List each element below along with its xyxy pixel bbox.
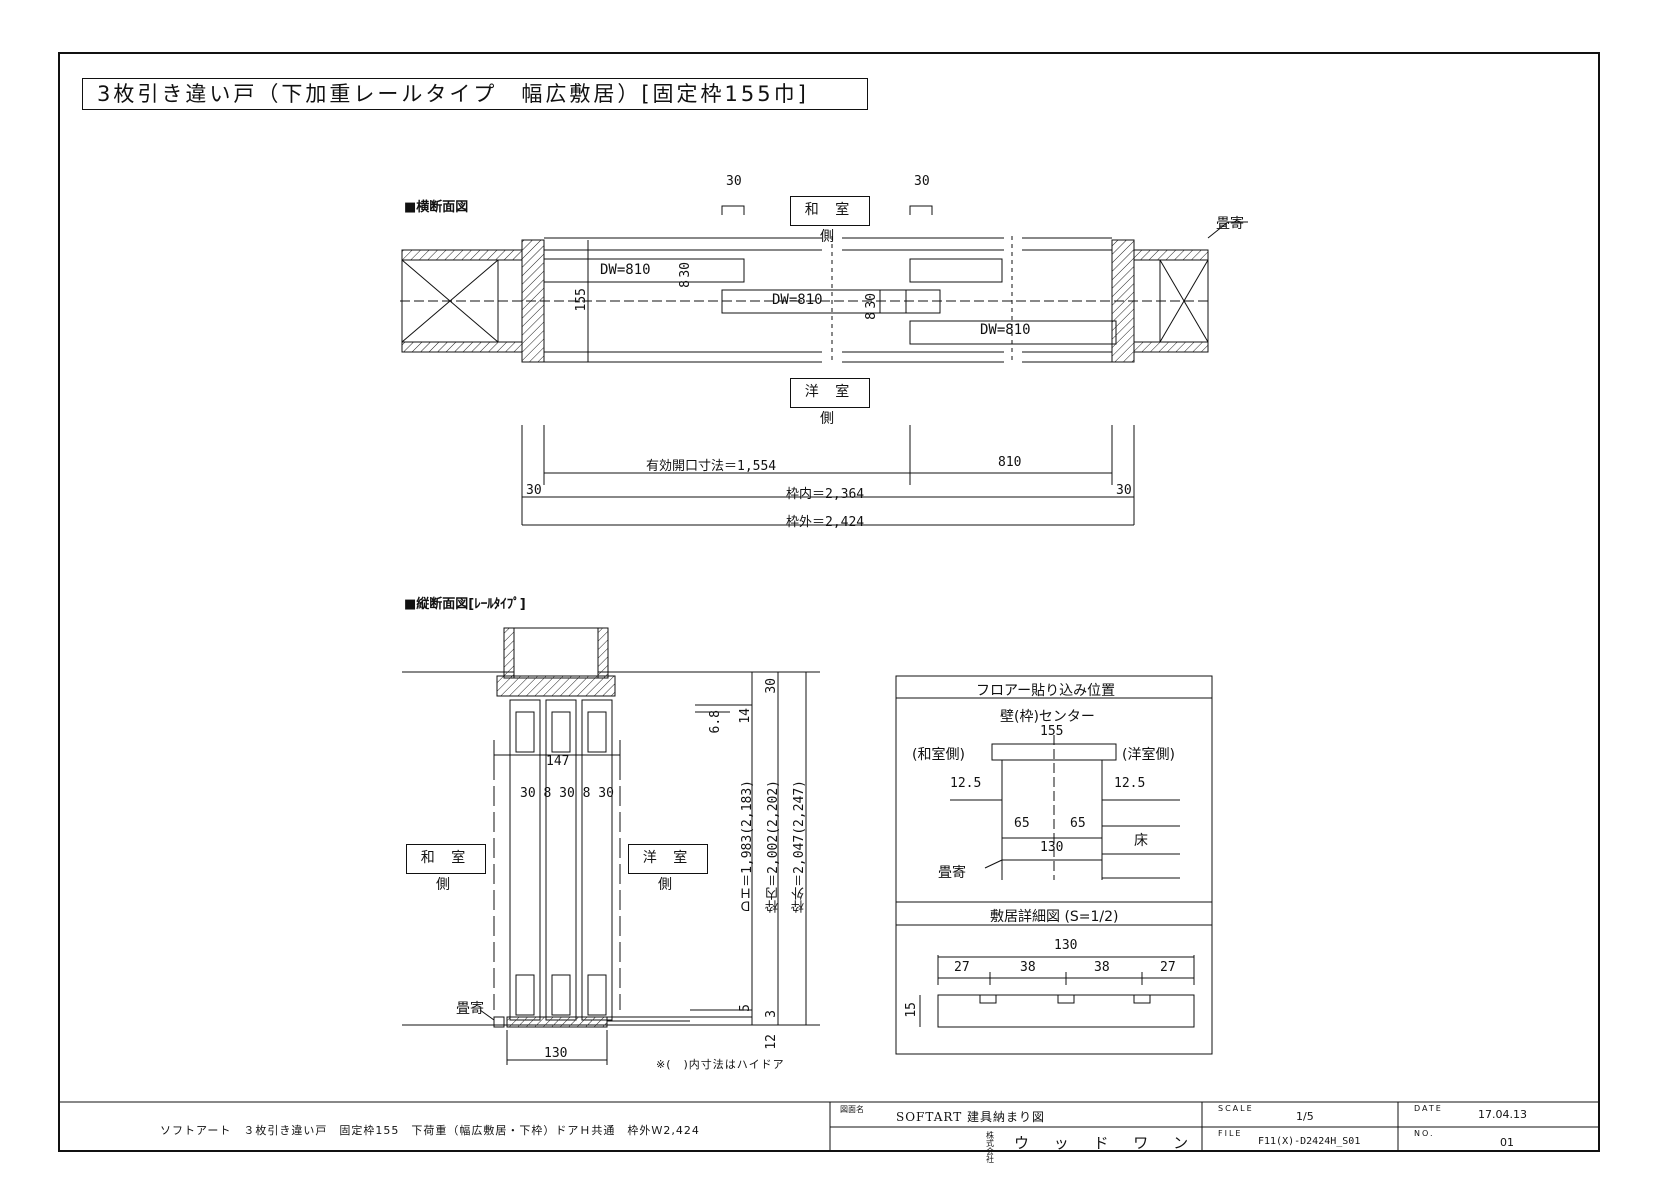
section-japanese-side-label: 和 室 側 <box>406 844 486 893</box>
section-dim-5: 5 <box>738 1004 753 1012</box>
door-panel-2-label: DW=810 <box>772 292 823 308</box>
company-name: ウ ッ ド ワ ン <box>1014 1134 1199 1152</box>
section-dim-12: 12 <box>764 1034 779 1050</box>
company-prefix: 株式会社 <box>986 1131 994 1164</box>
floor-japanese-side-label: (和室側) <box>912 747 965 763</box>
drawing-sheet <box>58 52 1600 1152</box>
sill-dim-27a: 27 <box>954 960 970 975</box>
scale-label: SCALE <box>1218 1104 1254 1113</box>
floor-label: 床 <box>1134 833 1148 849</box>
plan-section-label: ■横断面図 <box>404 200 469 215</box>
door-panel-3-label: DW=810 <box>980 322 1031 338</box>
section-dim-6-8: 6.8 <box>708 710 723 734</box>
plan-dim-155: 155 <box>574 288 589 312</box>
section-dim-130: 130 <box>544 1046 568 1061</box>
outer-frame-dim: 枠外＝2,424 <box>786 515 865 530</box>
section-dim-14: 14 <box>738 708 753 724</box>
floor-left-12-5: 12.5 <box>950 776 982 791</box>
section-tatami-edge-label: 畳寄 <box>456 1001 484 1017</box>
file-label: FILE <box>1218 1129 1243 1138</box>
plan-top-dim-right: 30 <box>914 174 930 189</box>
plan-tatami-edge-label: 畳寄 <box>1216 216 1244 232</box>
no-value: 01 <box>1500 1136 1514 1149</box>
plan-top-dim-left: 30 <box>726 174 742 189</box>
plan-dim-30b: 30 <box>864 293 879 309</box>
scale-value: 1/5 <box>1296 1110 1314 1123</box>
fixed-panel-dim: 810 <box>998 455 1022 470</box>
drawing-name-label: 図面名 <box>840 1105 864 1114</box>
sill-dim-15: 15 <box>904 1002 919 1018</box>
date-label: DATE <box>1414 1104 1443 1113</box>
sill-dim-38b: 38 <box>1094 960 1110 975</box>
plan-dim-8a: 8 <box>678 280 693 288</box>
floor-dim-65a: 65 <box>1014 816 1030 831</box>
floor-dim-65b: 65 <box>1070 816 1086 831</box>
drawing-title: 3枚引き違い戸（下加重レールタイプ 幅広敷居）[固定枠155巾] <box>82 78 868 110</box>
section-label: ■縦断面図[ﾚｰﾙﾀｲﾌﾟ] <box>404 597 526 612</box>
wall-center-label: 壁(枠)センター <box>1000 709 1095 725</box>
inner-height-dim: 枠内＝2,002(2,202) <box>766 780 781 913</box>
date-value: 17.04.13 <box>1478 1108 1527 1121</box>
inner-frame-dim: 枠内＝2,364 <box>786 487 865 502</box>
sill-dim-38a: 38 <box>1020 960 1036 975</box>
section-dim-30: 30 <box>764 678 779 694</box>
high-door-note: ※( )内寸法はハイドア <box>656 1058 785 1071</box>
plan-japanese-side-label: 和 室 側 <box>790 196 870 245</box>
effective-opening-dim: 有効開口寸法＝1,554 <box>646 459 777 474</box>
section-dim-3: 3 <box>764 1010 779 1018</box>
floor-tatami-edge-label: 畳寄 <box>938 865 966 881</box>
plan-western-side-label: 洋 室 側 <box>790 378 870 427</box>
floor-western-side-label: (洋室側) <box>1122 747 1175 763</box>
drawing-name: SOFTART 建具納まり図 <box>896 1110 1046 1124</box>
no-label: NO. <box>1414 1129 1435 1138</box>
title-block-description: ソフトアート ３枚引き違い戸 固定枠155 下荷重（幅広敷居・下枠）ドアＨ共通 … <box>160 1124 700 1137</box>
file-value: F11(X)-D2424H_S01 <box>1258 1136 1361 1147</box>
floor-dim-155: 155 <box>1040 724 1064 739</box>
section-dim-147: 147 <box>546 754 570 769</box>
floor-detail-title: フロアー貼り込み位置 <box>976 683 1116 699</box>
plan-dim-30a: 30 <box>678 262 693 278</box>
door-height-dim: ＤＨ＝1,983(2,183) <box>740 780 755 913</box>
section-western-side-label: 洋 室 側 <box>628 844 708 893</box>
sill-dim-130: 130 <box>1054 938 1078 953</box>
floor-dim-130: 130 <box>1040 840 1064 855</box>
floor-right-12-5: 12.5 <box>1114 776 1146 791</box>
sill-detail-title: 敷居詳細図 (S=1/2) <box>990 909 1119 925</box>
section-dim-row: 30 8 30 8 30 <box>520 786 614 801</box>
sill-dim-27b: 27 <box>1160 960 1176 975</box>
outer-height-dim: 枠外＝2,047(2,247) <box>792 780 807 913</box>
frame-right-dim: 30 <box>1116 483 1132 498</box>
frame-left-dim: 30 <box>526 483 542 498</box>
plan-dim-8b: 8 <box>864 312 879 320</box>
door-panel-1-label: DW=810 <box>600 262 651 278</box>
